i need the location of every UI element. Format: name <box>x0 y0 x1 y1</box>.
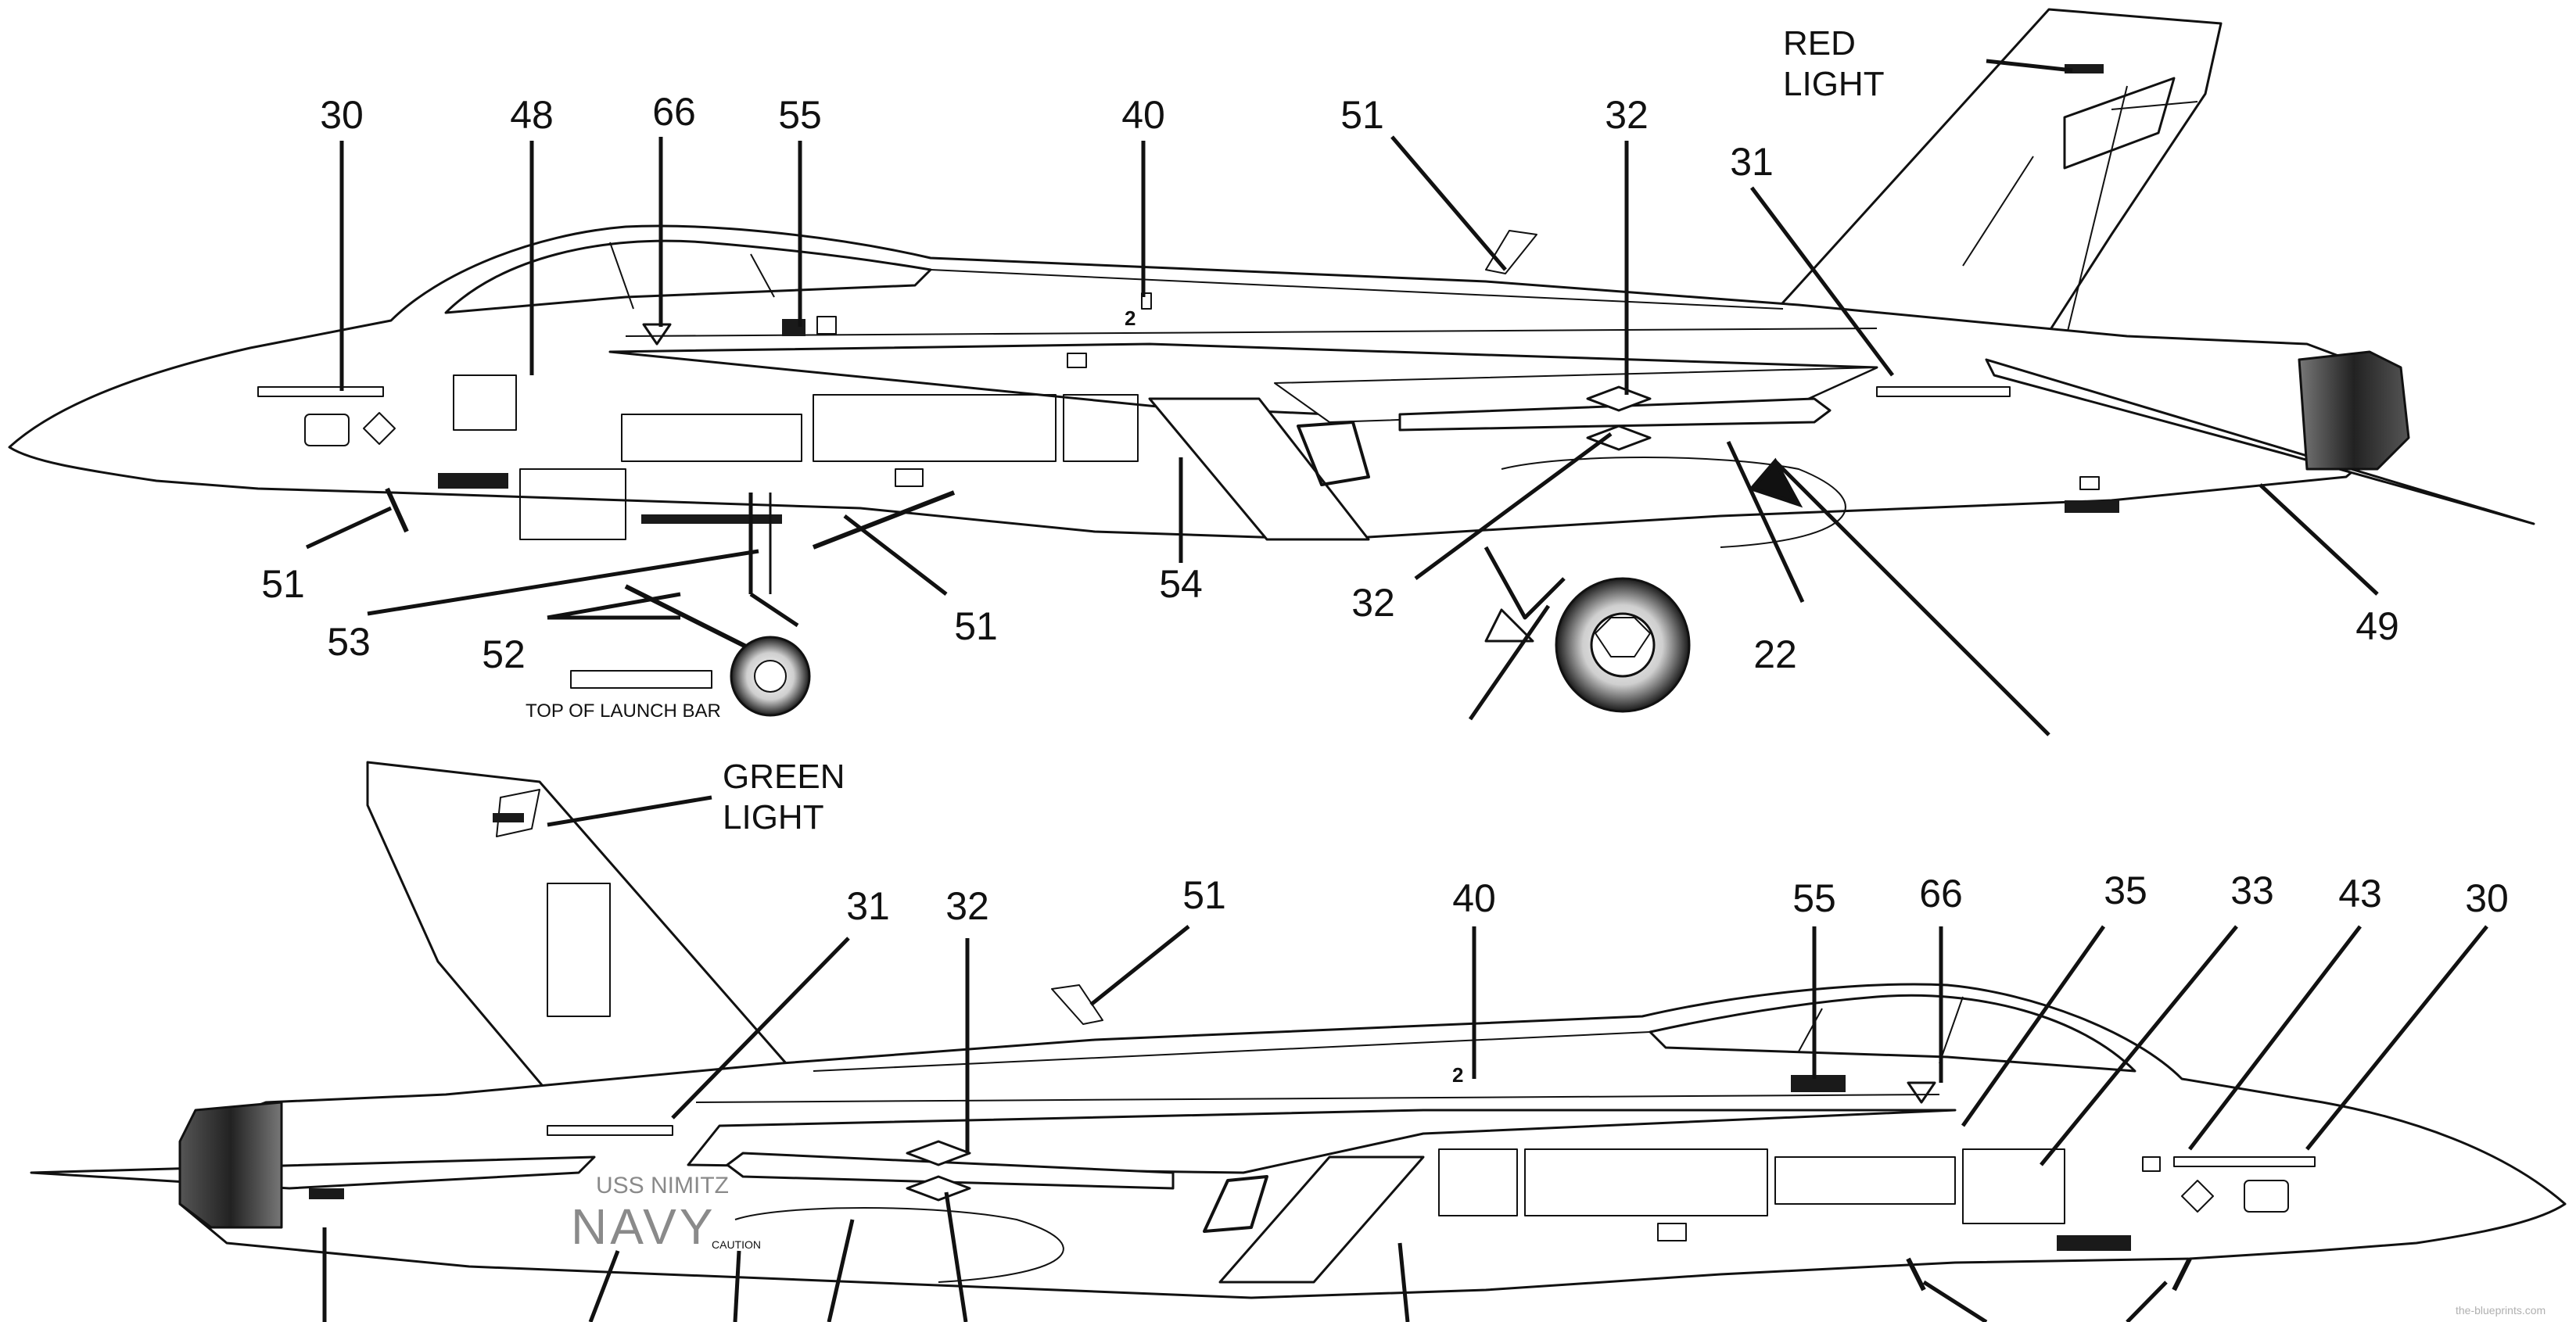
top-leader-lines <box>305 59 2379 736</box>
launch-bar-label: TOP OF LAUNCH BAR <box>526 700 721 722</box>
top-nozzle <box>2298 350 2410 471</box>
top-callout-66: 66 <box>652 90 696 134</box>
top-callout-30: 30 <box>320 93 364 137</box>
top-callout-52: 52 <box>482 632 526 676</box>
bottom-missile <box>726 1152 1175 1190</box>
bottom-callout-31: 31 <box>846 884 890 928</box>
bottom-callout-55: 55 <box>1792 876 1836 920</box>
bottom-leader-lines <box>322 795 2488 1322</box>
top-callout-32-top: 32 <box>1605 93 1649 137</box>
top-callout-40: 40 <box>1121 93 1165 137</box>
top-callout-31: 31 <box>1730 140 1774 184</box>
top-missile <box>1398 397 1832 432</box>
top-callout-22: 22 <box>1753 632 1797 676</box>
top-callout-51-mid: 51 <box>954 604 998 648</box>
top-callout-51-left: 51 <box>261 562 305 606</box>
top-aircraft <box>8 8 2535 717</box>
top-callout-48: 48 <box>510 93 554 137</box>
top-callout-55: 55 <box>778 93 822 137</box>
bottom-callout-30: 30 <box>2465 876 2509 920</box>
top-callout-49: 49 <box>2355 604 2399 648</box>
caution-stencil: CAUTION <box>712 1238 761 1251</box>
top-station-number: 2 <box>1125 306 1136 330</box>
bottom-callout-35: 35 <box>2104 869 2147 912</box>
bottom-callout-40: 40 <box>1452 876 1496 920</box>
bottom-callout-51: 51 <box>1182 873 1226 917</box>
bottom-callout-66: 66 <box>1919 872 1963 915</box>
top-callout-32-bottom: 32 <box>1351 581 1395 625</box>
ship-name-stencil: USS NIMITZ <box>596 1173 729 1198</box>
bottom-callout-43: 43 <box>2338 872 2382 915</box>
bottom-callout-32: 32 <box>945 884 989 928</box>
top-canopy <box>444 239 932 314</box>
red-light-label: RED LIGHT <box>1783 24 1885 103</box>
bottom-aircraft <box>30 761 2567 1299</box>
bottom-nozzle <box>178 1101 283 1229</box>
navy-stencil: NAVY <box>571 1198 716 1255</box>
top-callout-53: 53 <box>327 620 371 664</box>
top-callout-54: 54 <box>1159 562 1203 606</box>
top-callout-51-top: 51 <box>1340 93 1384 137</box>
green-light-label: GREEN LIGHT <box>723 758 845 837</box>
watermark: the-blueprints.com <box>2456 1304 2546 1317</box>
bottom-station-number: 2 <box>1452 1063 1464 1087</box>
bottom-callout-33: 33 <box>2230 869 2274 912</box>
